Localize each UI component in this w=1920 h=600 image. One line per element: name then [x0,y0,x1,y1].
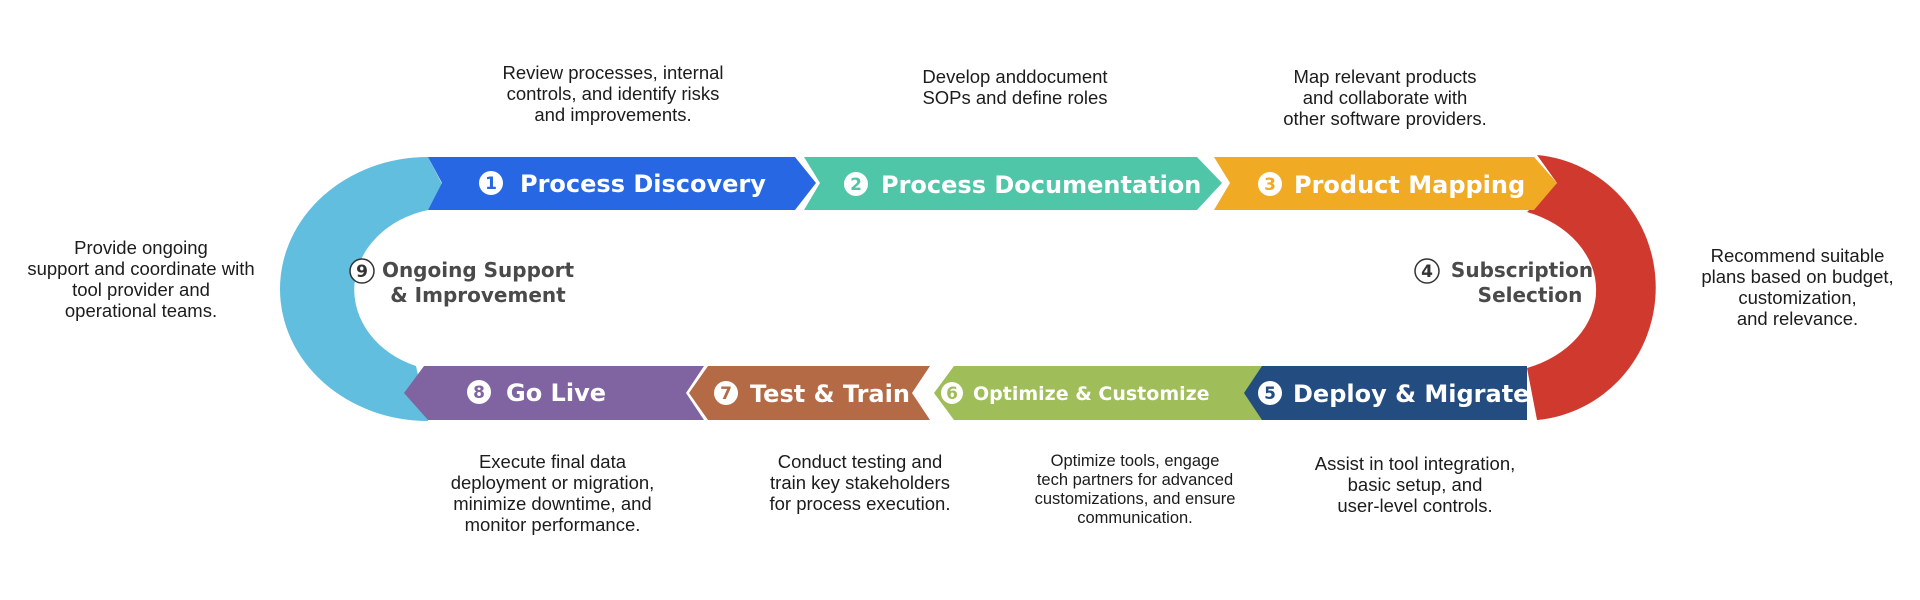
arc-ongoing-support [280,157,442,421]
badge-3 [1258,172,1282,196]
badge-4 [1414,258,1440,284]
step-label-9b: & Improvement [390,283,566,307]
step-description-3: Map relevant products and collaborate wi… [1283,66,1487,129]
step-label-4b: Selection [1478,283,1583,307]
step-number-1: 1 [485,174,497,194]
chevron-process-documentation [804,157,1222,210]
step-number-7: 7 [720,384,732,404]
step-label-2: Process Documentation [881,171,1201,199]
chevron-deploy-migrate [1237,366,1527,420]
step-number-2: 2 [850,175,862,195]
step-label-7: Test & Train [750,380,910,408]
step-description-4: Recommend suitable plans based on budget… [1701,245,1894,329]
step-label-4: Subscription [1451,258,1593,282]
badge-6 [941,382,963,404]
step-description-5: Assist in tool integration, basic setup,… [1314,453,1516,516]
step-description-8: Execute final data deployment or migrati… [450,451,655,535]
step-description-9: Provide ongoing support and coordinate w… [27,237,255,321]
step-number-8: 8 [473,383,485,403]
step-description-1: Review processes, internal controls, and… [502,62,724,125]
chevron-optimize-customize [934,366,1262,420]
badge-8 [467,380,491,404]
badge-2 [844,172,868,196]
badge-5 [1258,381,1282,405]
step-label-1: Process Discovery [520,170,766,198]
step-number-5: 5 [1264,384,1276,404]
badge-7 [714,381,738,405]
badge-1 [479,171,503,195]
step-label-8: Go Live [506,379,606,407]
step-label-5: Deploy & Migrate [1293,380,1529,408]
step-label-3: Product Mapping [1294,171,1525,199]
step-description-7: Conduct testing and train key stakeholde… [769,451,951,514]
chevron-process-discovery [428,157,816,210]
badge-9 [349,258,375,284]
chevron-test-train [689,366,930,420]
arc-subscription-selection [1527,155,1656,420]
chevron-product-mapping [1214,157,1557,210]
step-number-3: 3 [1264,175,1276,195]
chevron-go-live [404,366,704,420]
step-description-2: Develop anddocument SOPs and define role… [922,66,1108,108]
step-number-4: 4 [1421,262,1433,282]
step-number-9: 9 [356,262,368,282]
step-label-9: Ongoing Support [382,258,575,282]
step-description-6: Optimize tools, engage tech partners for… [1034,452,1236,527]
step-number-6: 6 [946,384,958,404]
step-label-6: Optimize & Customize [973,383,1210,405]
